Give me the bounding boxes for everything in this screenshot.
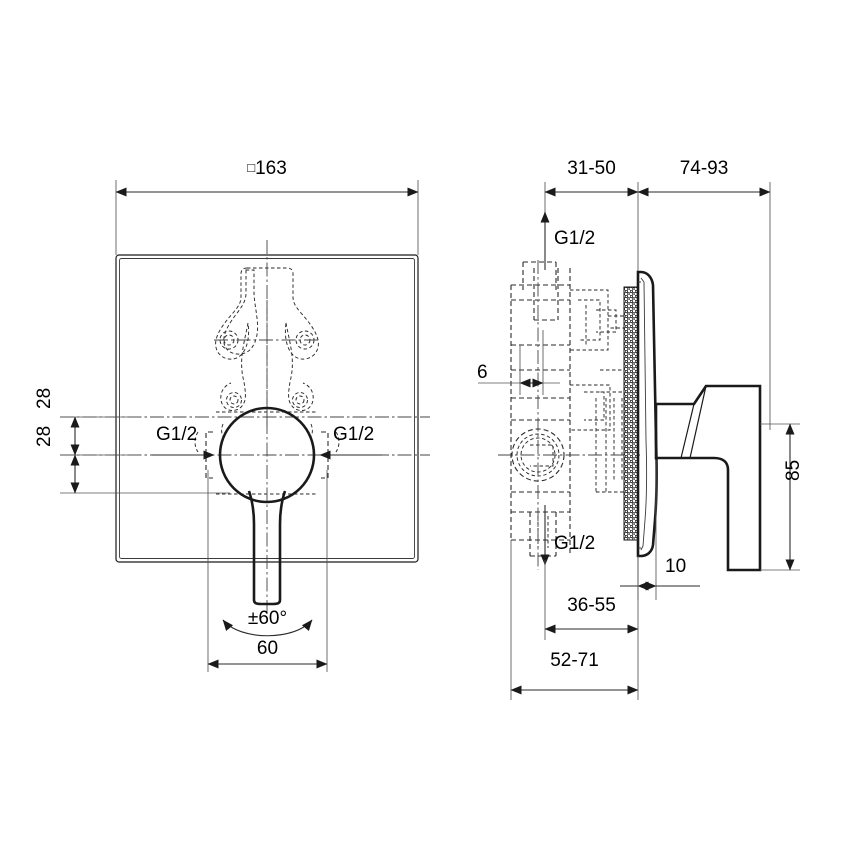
- total-depth-dimension: [510, 540, 639, 700]
- side-inlet-top-label: G1/2: [554, 228, 596, 249]
- side-depth-front-label: 74-93: [679, 158, 729, 179]
- front-inlet-right-label: G1/2: [333, 424, 375, 445]
- front-view-group: [60, 180, 430, 672]
- front-dim-28-bottom: 28: [34, 425, 55, 447]
- side-view-group: [478, 182, 800, 700]
- side-inlet-bottom-label: G1/2: [554, 533, 596, 554]
- total-depth-label: 52-71: [550, 650, 599, 671]
- front-centre-lines: [60, 240, 430, 620]
- lever-swing-arc: [222, 619, 313, 637]
- front-plate-width-value: 163: [255, 158, 287, 179]
- lever-length-dimension: [207, 470, 328, 672]
- front-inlet-left-label: G1/2: [156, 424, 198, 445]
- front-plate-width-label: □163: [116, 158, 418, 180]
- front-width-dimension: [115, 180, 419, 255]
- lever-length-label: 60: [256, 638, 279, 659]
- handle-height-label: 85: [783, 459, 804, 481]
- lever-swing-label: ±60°: [247, 608, 288, 629]
- handle-height-dimension: [760, 423, 800, 571]
- front-vertical-dimensions: [60, 416, 230, 494]
- front-dim-28-top: 28: [34, 387, 55, 409]
- side-depth-wall-label: 31-50: [567, 158, 616, 179]
- side-lever-handle[interactable]: [654, 384, 762, 572]
- threaded-collar: [623, 286, 639, 541]
- body-depth-label: 36-55: [567, 595, 616, 616]
- side-rough-in-body: [498, 260, 640, 570]
- body-depth-dimension: [544, 556, 639, 640]
- side-escutcheon-plate: [636, 270, 658, 558]
- control-knob[interactable]: [218, 406, 316, 504]
- side-offset-dimension: [478, 330, 560, 395]
- lever-handle[interactable]: [247, 490, 287, 606]
- side-offset-label: 6: [477, 362, 488, 383]
- plate-thickness-label: 10: [665, 556, 687, 577]
- side-top-dimensions: [544, 182, 771, 468]
- square-symbol-icon: □: [247, 160, 256, 175]
